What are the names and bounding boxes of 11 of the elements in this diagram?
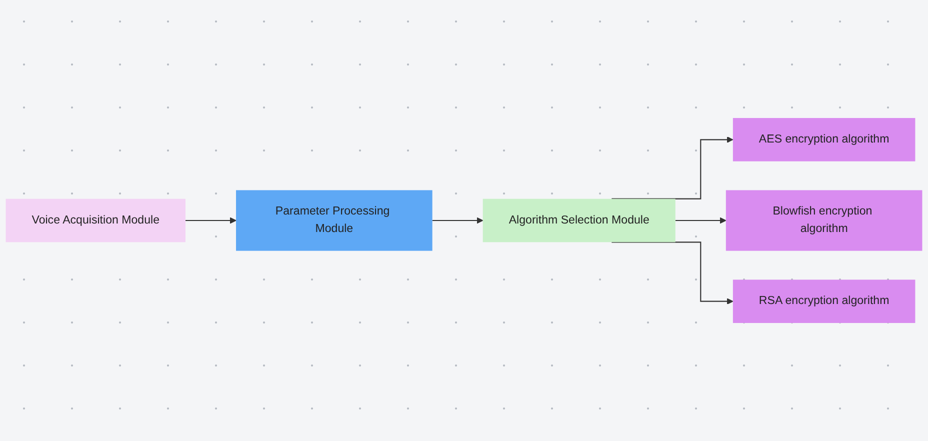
- node-box: RSA encryption algorithm: [732, 280, 916, 323]
- node-box: AES encryption algorithm: [732, 118, 916, 162]
- arrow: [675, 217, 726, 224]
- arrow: [432, 217, 484, 224]
- node-box: Algorithm Selection Module: [482, 198, 676, 242]
- node-box: Parameter Processing Module: [236, 190, 432, 251]
- arrow: [612, 136, 734, 200]
- arrow: [612, 242, 734, 304]
- arrow: [186, 217, 236, 224]
- node-box: Voice Acquisition Module: [6, 198, 186, 242]
- node-box: Blowfish encryption algorithm: [726, 190, 922, 251]
